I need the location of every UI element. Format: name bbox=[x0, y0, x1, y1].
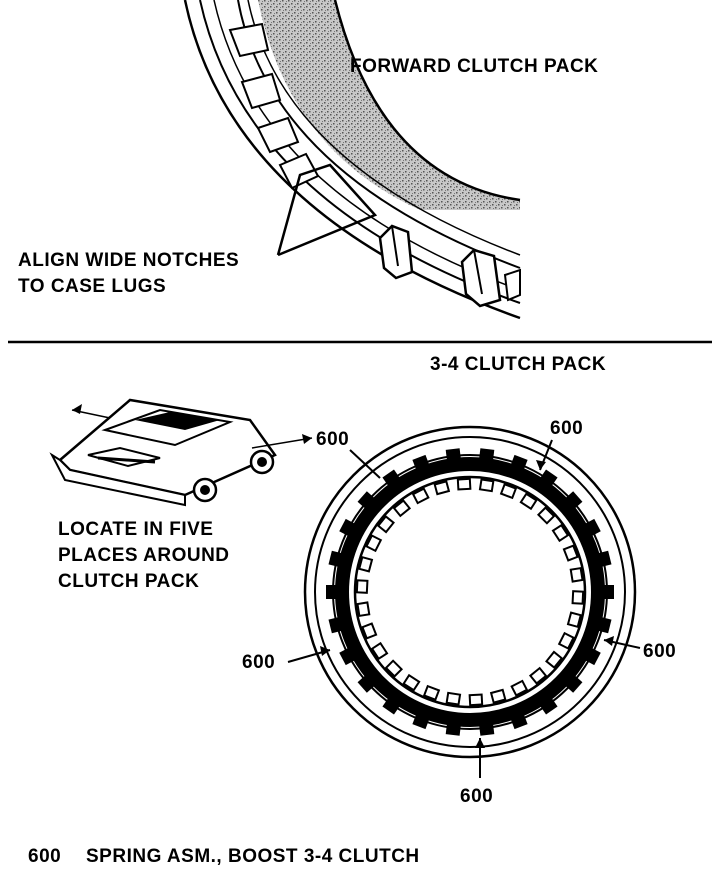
outer-tooth bbox=[328, 550, 344, 568]
inner-tooth bbox=[557, 631, 575, 650]
outer-tooth bbox=[478, 448, 495, 462]
inner-tooth bbox=[358, 555, 374, 573]
outer-tooth bbox=[596, 616, 612, 634]
outer-tooth bbox=[510, 454, 528, 472]
inner-tooth bbox=[468, 693, 484, 707]
inner-tooth bbox=[545, 650, 564, 669]
ring-callout-top-right: 600 bbox=[550, 418, 583, 439]
align-notches-callout-line1: ALIGN WIDE NOTCHES bbox=[18, 250, 239, 271]
ring-callout-bottom: 600 bbox=[460, 786, 493, 807]
inner-tooth bbox=[392, 499, 412, 518]
inner-tooth bbox=[519, 492, 538, 511]
outer-tooth bbox=[539, 696, 558, 715]
inner-tooth bbox=[489, 688, 507, 704]
outer-tooth bbox=[564, 674, 583, 693]
inner-tooth bbox=[411, 487, 430, 505]
clutch-34-ring bbox=[303, 425, 637, 759]
inner-tooth bbox=[566, 611, 582, 629]
outer-tooth bbox=[357, 674, 376, 693]
spring-callout-number: 600 bbox=[316, 429, 349, 450]
inner-tooth bbox=[456, 477, 472, 491]
inner-tooth bbox=[361, 622, 378, 640]
legend-text: SPRING ASM., BOOST 3-4 CLUTCH bbox=[86, 846, 420, 867]
outer-tooth bbox=[602, 585, 614, 599]
inner-tooth bbox=[536, 506, 556, 525]
outer-tooth bbox=[478, 722, 495, 736]
inner-tooth bbox=[365, 534, 383, 553]
outer-tooth bbox=[328, 616, 344, 634]
outer-tooth bbox=[382, 696, 401, 715]
inner-tooth bbox=[356, 601, 371, 618]
forward-clutch-illustration bbox=[183, 0, 521, 320]
spring-assembly-illustration bbox=[49, 398, 313, 507]
outer-tooth bbox=[326, 585, 338, 599]
inner-tooth bbox=[499, 482, 518, 500]
inner-tooth bbox=[569, 566, 584, 583]
ring-callout-left: 600 bbox=[242, 652, 275, 673]
ring-callout-right: 600 bbox=[643, 641, 676, 662]
inner-tooth bbox=[384, 659, 404, 678]
instruction-line2: PLACES AROUND bbox=[58, 545, 230, 566]
outer-tooth bbox=[339, 647, 357, 666]
outer-tooth bbox=[445, 722, 462, 736]
outer-tooth bbox=[564, 491, 583, 510]
inner-tooth bbox=[402, 673, 421, 692]
ring-callout-leaders bbox=[287, 439, 641, 778]
outer-tooth bbox=[357, 491, 376, 510]
instruction-line1: LOCATE IN FIVE bbox=[58, 519, 213, 540]
inner-tooth bbox=[370, 641, 389, 661]
inner-tooth bbox=[445, 691, 462, 706]
outer-tooth bbox=[583, 518, 601, 537]
inner-tooth bbox=[510, 679, 529, 697]
inner-tooth bbox=[562, 544, 579, 562]
outer-tooth bbox=[412, 712, 430, 730]
legend-number: 600 bbox=[28, 846, 61, 867]
inner-tooth bbox=[433, 480, 451, 496]
inner-tooth bbox=[355, 579, 369, 594]
forward-clutch-pack-title: FORWARD CLUTCH PACK bbox=[350, 56, 598, 77]
outer-tooth bbox=[510, 712, 528, 730]
inner-tooth bbox=[478, 478, 495, 493]
outer-tooth bbox=[445, 448, 462, 462]
align-notches-callout-line2: TO CASE LUGS bbox=[18, 276, 166, 297]
inner-tooth bbox=[571, 590, 585, 605]
outer-tooth bbox=[539, 469, 558, 488]
outer-tooth bbox=[339, 518, 357, 537]
inner-tooth bbox=[422, 684, 441, 702]
outer-tooth bbox=[382, 469, 401, 488]
outer-tooth bbox=[596, 550, 612, 568]
outer-tooth bbox=[583, 647, 601, 666]
instruction-line3: CLUTCH PACK bbox=[58, 571, 199, 592]
inner-tooth bbox=[376, 515, 395, 534]
clutch-34-pack-title: 3-4 CLUTCH PACK bbox=[430, 354, 606, 375]
outer-tooth bbox=[412, 454, 430, 472]
inner-tooth bbox=[528, 666, 548, 685]
inner-tooth bbox=[551, 523, 570, 543]
